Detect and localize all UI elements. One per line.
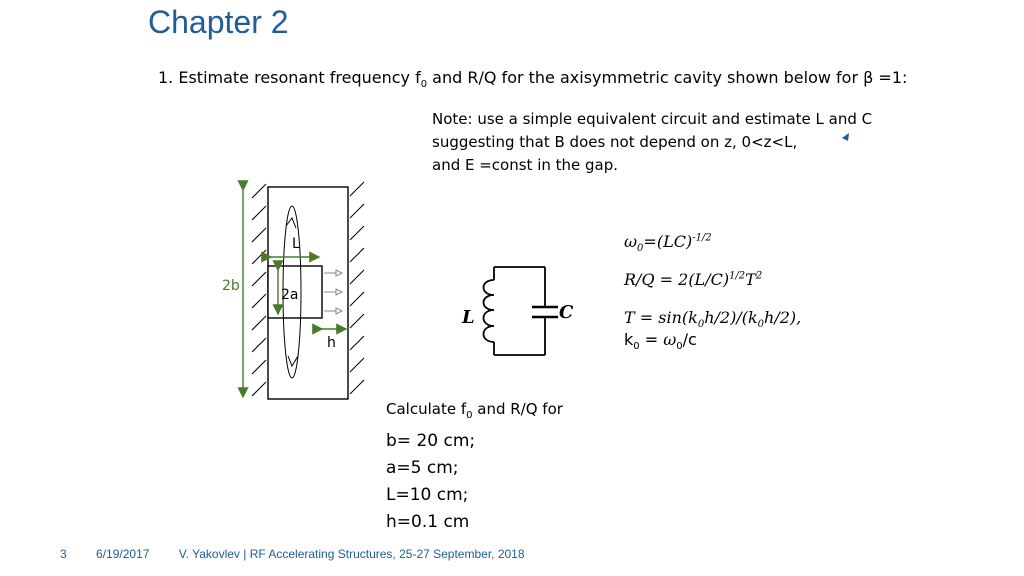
circuit-C-label: C [559,302,574,323]
problem-suffix: and R/Q for the axisymmetric cavity show… [427,68,908,87]
formula-omega: ω0=(LC)-1/2 [624,232,712,255]
parameter-list: b= 20 cm; a=5 cm; L=10 cm; h=0.1 cm [386,428,475,536]
circuit-L-label: L [461,307,475,328]
field-arrow-down [287,355,299,368]
parameter-item: b= 20 cm; [386,431,476,451]
slide-footer: 3 6/19/2017 V. Yakovlev | RF Acceleratin… [60,547,551,561]
cavity-outline [267,186,349,400]
inductor-coil [482,279,495,343]
drift-tube-nose [267,265,323,319]
lc-circuit [482,266,558,356]
right-wall-hatching [349,181,365,395]
formula-transit-factor: T = sin(k0h/2)/(k0h/2), [624,308,802,331]
page-number: 3 [60,547,67,561]
slide-title: Chapter 2 [148,4,289,40]
footer-text: V. Yakovlev | RF Accelerating Structures… [178,547,525,561]
footer-date: 6/19/2017 [96,547,150,561]
field-arrow-up [285,216,297,229]
label-2a: 2a [281,287,299,303]
label-L: L [292,236,300,252]
electric-field-arrows [324,269,344,315]
parameter-item: h=0.1 cm [386,512,470,532]
problem-subscript: 0 [420,79,428,91]
magnetic-field-loop [282,205,302,379]
left-wall-hatching [251,183,267,397]
note-line: Note: use a simple equivalent circuit an… [432,110,873,128]
note-block: Note: use a simple equivalent circuit an… [432,108,872,177]
label-h: h [327,335,336,351]
formula-k0: k0 = ω0/c [624,330,697,353]
formula-rq: R/Q = 2(L/C)1/2T2 [624,270,763,289]
parameter-item: a=5 cm; [386,458,459,478]
problem-prefix: 1. Estimate resonant frequency f [158,68,421,87]
note-line: suggesting that B does not depend on z, … [432,133,798,151]
cavity-wall [267,186,349,400]
note-line: and E =const in the gap. [432,156,619,174]
parameter-item: L=10 cm; [386,485,469,505]
calculate-heading: Calculate f0 and R/Q for [386,400,563,421]
problem-statement: 1. Estimate resonant frequency f0 and R/… [158,68,907,90]
label-2b: 2b [222,278,240,294]
